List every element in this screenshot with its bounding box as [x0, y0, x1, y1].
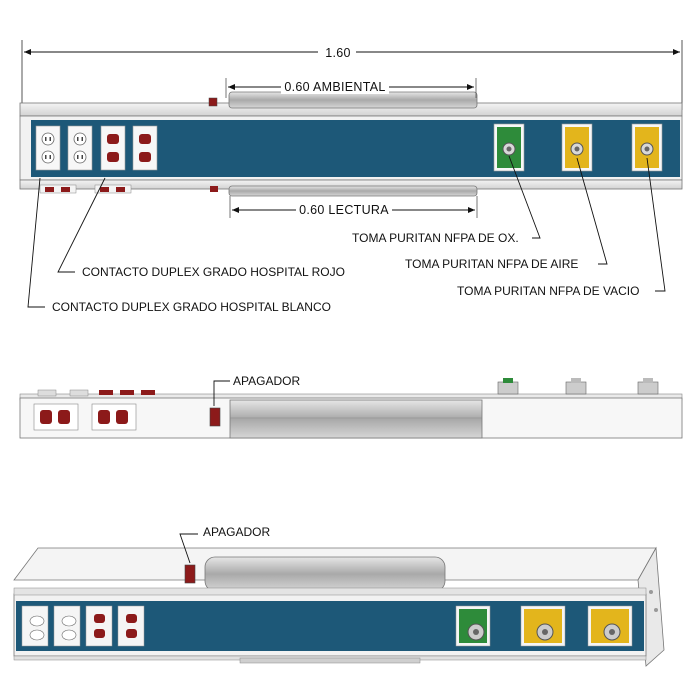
reading-lamp — [228, 185, 478, 197]
ambient-dimension: 0.60 AMBIENTAL — [225, 78, 477, 98]
iso-gas-outlets — [455, 605, 633, 647]
reading-label: 0.60 LECTURA — [299, 203, 389, 217]
side-view-outlets — [33, 403, 137, 431]
switch-callout-side: APAGADOR — [233, 374, 300, 388]
vacuum-callout: TOMA PURITAN NFPA DE VACIO — [457, 284, 639, 298]
red-duplex-callout: CONTACTO DUPLEX GRADO HOSPITAL ROJO — [82, 265, 345, 279]
side-view-lamp — [229, 399, 483, 439]
ambient-label: 0.60 AMBIENTAL — [284, 80, 385, 94]
air-outlet — [561, 123, 593, 172]
reading-dimension: 0.60 LECTURA — [229, 196, 478, 218]
vacuum-outlet — [631, 123, 663, 172]
iso-switch — [184, 564, 196, 584]
iso-lamp — [204, 556, 446, 592]
red-duplex-outlet-1 — [100, 125, 126, 171]
air-callout: TOMA PURITAN NFPA DE AIRE — [405, 257, 578, 271]
white-duplex-outlet-1 — [35, 125, 61, 171]
white-duplex-outlet-2 — [67, 125, 93, 171]
oxygen-outlet — [493, 123, 525, 172]
isometric-view: APAGADOR — [13, 525, 665, 667]
front-view: 1.60 0.60 AMBIENTAL — [19, 40, 683, 314]
switch-leader-iso — [179, 533, 198, 564]
oxygen-callout: TOMA PURITAN NFPA DE OX. — [352, 231, 519, 245]
red-duplex-outlet-2 — [132, 125, 158, 171]
switch-callout-iso: APAGADOR — [203, 525, 270, 539]
switch-leader-side — [213, 380, 230, 406]
total-length-dimension: 1.60 — [21, 40, 683, 110]
side-view: APAGADOR — [19, 374, 683, 439]
side-view-switch — [209, 407, 221, 427]
total-length-label: 1.60 — [325, 46, 351, 60]
top-switch — [208, 97, 218, 107]
callout-leaders — [27, 155, 666, 308]
bottom-switch — [210, 186, 218, 192]
iso-outlets — [21, 605, 145, 647]
bottom-outlets — [39, 184, 132, 194]
ambient-lamp — [228, 91, 478, 109]
side-view-nozzles — [37, 378, 659, 397]
white-duplex-callout: CONTACTO DUPLEX GRADO HOSPITAL BLANCO — [52, 300, 331, 314]
